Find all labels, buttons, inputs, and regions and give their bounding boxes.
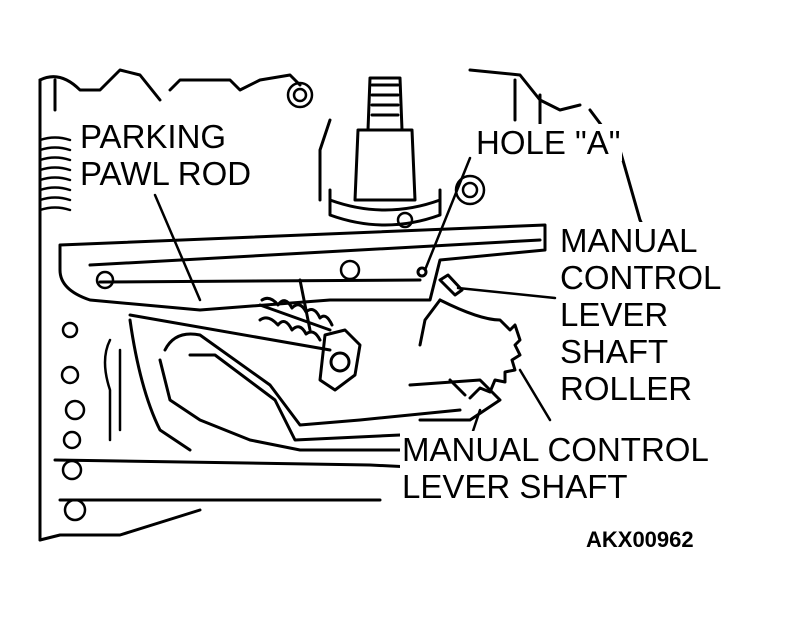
roller-pin [416,266,464,297]
label-line: PAWL ROD [80,155,252,192]
label-manual-control-lever-shaft-roller: MANUAL CONTROL LEVER SHAFT ROLLER [558,222,724,407]
label-line: PARKING [80,118,227,155]
label-line: LEVER [560,296,669,333]
label-line: ROLLER [560,370,693,407]
parking-pawl-rod [128,278,362,392]
detent-plate [58,223,547,312]
label-line: LEVER SHAFT [402,468,628,505]
label-line: HOLE "A" [476,124,621,161]
spindle-shaft [318,76,442,227]
label-hole-a: HOLE "A" [474,124,623,161]
spring-coil [38,136,72,212]
label-line: MANUAL [560,222,698,259]
leader-lines [153,156,557,442]
manual-lever-arm [128,318,462,452]
sector-gear [408,298,522,422]
label-line: CONTROL [560,259,722,296]
figure-code: AKX00962 [586,527,694,552]
label-line: SHAFT [560,333,669,370]
label-manual-control-lever-shaft: MANUAL CONTROL LEVER SHAFT [400,431,711,505]
label-parking-pawl-rod: PARKING PAWL ROD [78,118,254,192]
label-line: MANUAL CONTROL [402,431,709,468]
